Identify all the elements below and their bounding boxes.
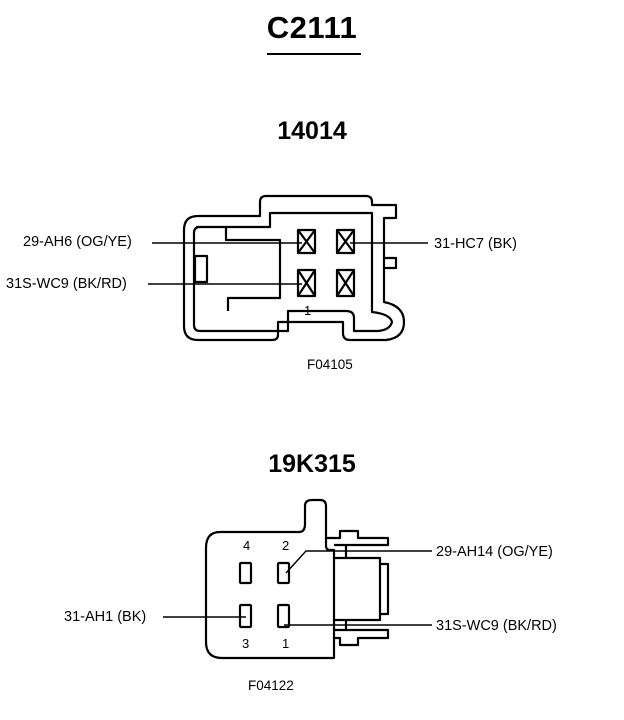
diagram-title: C2111 <box>266 10 358 45</box>
wire-label-29-ah6: 29-AH6 (OG/YE) <box>23 234 132 250</box>
pin-cavity <box>238 561 253 585</box>
wire-label-31s-wc9-b: 31S-WC9 (BK/RD) <box>436 618 557 634</box>
connector-b-pin-2-label: 2 <box>282 538 290 553</box>
pin-cavity <box>335 268 356 298</box>
pin-cavity <box>276 561 291 585</box>
pin-cavity <box>238 603 253 629</box>
wire-label-31-hc7: 31-HC7 (BK) <box>434 236 517 252</box>
wire-label-29-ah14: 29-AH14 (OG/YE) <box>436 544 553 560</box>
connector-b-housing <box>204 498 336 660</box>
connector-b-pin-3-label: 3 <box>242 636 250 651</box>
connector-a-pins <box>296 228 356 298</box>
pin-cavity <box>335 228 356 255</box>
connector-b-drawing <box>204 498 390 660</box>
title-underline <box>267 53 361 55</box>
connector-a-name: 14014 <box>277 117 347 145</box>
connector-b-leaders <box>163 550 432 626</box>
connector-b-pin-4-label: 4 <box>243 538 251 553</box>
connector-b-name: 19K315 <box>268 450 356 478</box>
connector-a-notch <box>193 254 209 284</box>
pin-cavity <box>296 268 317 298</box>
connector-a-housing-outer <box>182 194 406 342</box>
wire-label-31-ah1: 31-AH1 (BK) <box>64 609 147 625</box>
connector-a-leaders <box>148 242 428 285</box>
wire-label-31s-wc9-a: 31S-WC9 (BK/RD) <box>6 276 127 292</box>
connector-a-tab <box>384 256 398 270</box>
connector-b-rail-bottom <box>334 628 390 647</box>
pin-cavity <box>276 603 291 629</box>
connector-a-housing-inner <box>192 211 394 333</box>
connector-a-latch <box>224 227 282 311</box>
connector-a-pin-1-label: 1 <box>304 303 312 318</box>
connector-b-rail-top <box>326 529 390 547</box>
figure-id-f04122: F04122 <box>248 678 294 693</box>
connector-b-pin-1-label: 1 <box>282 636 290 651</box>
connector-b-latch-bar <box>380 562 390 616</box>
figure-id-f04105: F04105 <box>307 357 353 372</box>
connector-a-drawing <box>182 194 406 342</box>
pin-cavity <box>296 228 317 255</box>
connector-b-latch <box>334 556 382 622</box>
